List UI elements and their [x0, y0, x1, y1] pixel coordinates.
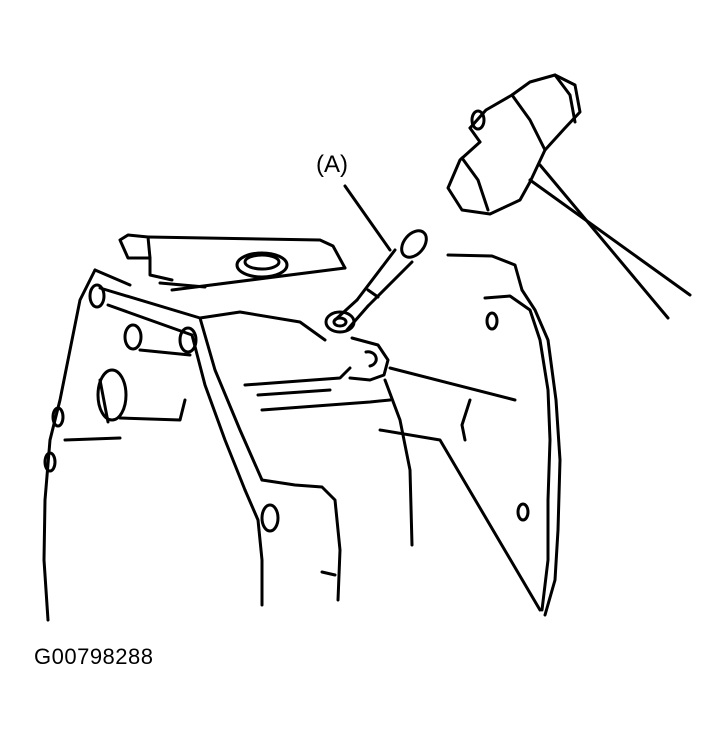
callout-label-a: (A) — [316, 151, 348, 178]
transmission-case — [42, 233, 562, 622]
callout-leader — [343, 184, 392, 252]
figure-code: G00798288 — [34, 644, 154, 669]
drift-punch-tool — [333, 229, 428, 332]
hammer-icon — [446, 73, 692, 320]
